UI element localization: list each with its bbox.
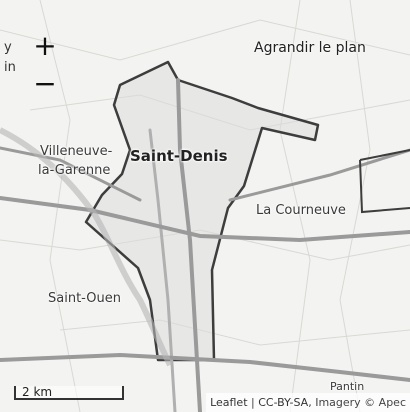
leaflet-link[interactable]: Leaflet [210,396,248,409]
license-link[interactable]: CC-BY-SA [258,396,309,409]
edge-text-line1: y [4,40,12,55]
seine-river [0,127,173,367]
attribution: Leaflet | CC-BY-SA, Imagery © Apec [206,393,410,412]
place-label-villeneuve-2: la-Garenne [38,163,111,178]
place-label-saint-ouen: Saint-Ouen [48,291,121,306]
road-north-south [176,78,202,412]
scale-bar: 2 km [14,385,124,400]
scale-label: 2 km [22,385,53,399]
zoom-out-button[interactable]: − [33,67,57,100]
road-east-west [0,196,410,243]
place-label-pantin: Pantin [330,380,365,393]
road-south [0,352,410,382]
road-west [0,146,142,202]
zoom-in-button[interactable]: + [33,29,57,62]
neighbour-boundary-east [359,149,410,214]
major-roads [0,78,410,412]
edge-text-line2: in [4,60,16,75]
place-label-la-courneuve: La Courneuve [256,203,346,218]
enlarge-map-link[interactable]: Agrandir le plan [254,40,366,56]
road-la-courneuve [228,148,410,202]
attribution-separator: | [247,396,259,409]
imagery-credit: , Imagery © Apec [308,396,406,409]
saint-denis-boundary [84,60,320,362]
place-label-saint-denis: Saint-Denis [130,147,228,165]
place-label-villeneuve-1: Villeneuve- [40,144,113,159]
